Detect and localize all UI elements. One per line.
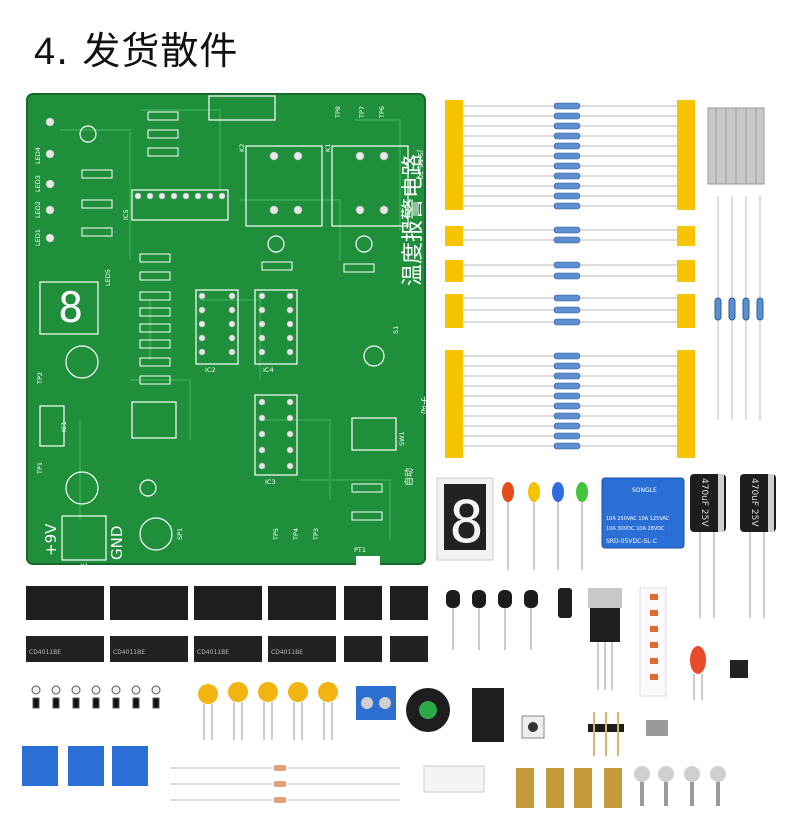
- smd-strip: [639, 587, 667, 697]
- seven-segment-display: 8: [436, 477, 494, 561]
- led-set: [502, 482, 588, 570]
- label-led3: LED3: [34, 175, 42, 192]
- screws: [634, 766, 726, 806]
- small-capacitor: [558, 588, 572, 618]
- relay-line1: 10A 250VAC 10A 125VAC: [606, 516, 670, 522]
- relay: SONGLE 10A 250VAC 10A 125VAC 10A 30VDC 1…: [601, 477, 685, 549]
- label-ic5: IC5: [122, 209, 130, 220]
- board-title: 温度报警电路: [401, 154, 426, 286]
- svg-text:8: 8: [449, 488, 484, 556]
- label-led4: LED4: [34, 147, 42, 164]
- pin-header: [588, 712, 624, 756]
- relay-brand: SONGLE: [632, 487, 657, 494]
- heatsink: [707, 107, 765, 185]
- switch-housing: [472, 688, 504, 742]
- label-tp2: TP2: [36, 372, 44, 385]
- label-k2: K2: [238, 144, 246, 152]
- mode-label-manual: 手动: [419, 396, 431, 414]
- label-x1: X1: [80, 562, 89, 570]
- brass-standoffs: [516, 768, 622, 808]
- label-led1: LED1: [34, 229, 42, 246]
- ic-mark-2: CD4011BE: [271, 649, 303, 656]
- svg-text:8: 8: [58, 283, 83, 332]
- label-s1: S1: [392, 326, 400, 334]
- label-led2: LED2: [34, 201, 42, 218]
- label-tp8: TP8: [334, 106, 342, 119]
- label-tp5: TP5: [272, 528, 280, 541]
- jumper-cap: [730, 660, 748, 678]
- vertical-resistors: [714, 196, 764, 420]
- gnd-label: GND: [108, 526, 126, 560]
- heading-text: 发货散件: [82, 29, 239, 73]
- transistors: [446, 590, 538, 650]
- terminal-block: [356, 686, 396, 720]
- mode-label-auto: 自动: [403, 468, 415, 486]
- label-tp3: TP3: [312, 528, 320, 541]
- label-tp6: TP6: [378, 106, 386, 119]
- ic-mark-3: CD4011BE: [113, 649, 145, 656]
- ic-sockets: [26, 586, 428, 620]
- connector-housing: [423, 765, 485, 793]
- label-tp7: TP7: [358, 106, 366, 119]
- glass-diodes: [170, 765, 400, 803]
- label-k1: K1: [324, 144, 332, 152]
- cap-label-1: 470uF 25V: [699, 478, 709, 527]
- cap-label-2: 470uF 25V: [749, 478, 759, 527]
- ic-mark-1: CD4011BE: [197, 649, 229, 656]
- ic-mark-4: CD4011BE: [29, 649, 61, 656]
- heading-dot: .: [56, 29, 70, 73]
- buzzer: [406, 688, 450, 732]
- heading-number: 4: [34, 31, 57, 73]
- electrolytic-capacitors: 470uF 25V 470uF 25V: [690, 474, 776, 618]
- ic-chips: CD4011BE CD4011BE CD4011BE CD4011BE: [26, 636, 428, 662]
- label-ic2: IC2: [205, 366, 216, 374]
- power-label: +9V: [42, 523, 60, 556]
- label-ic4: IC4: [263, 366, 274, 374]
- red-led: [690, 646, 706, 700]
- page-heading: 4. 发货散件: [34, 20, 238, 75]
- label-tp1: TP1: [36, 462, 44, 475]
- relay-model: SRD-05VDC-SL-C: [606, 538, 657, 545]
- label-ic3: IC3: [265, 478, 276, 486]
- voltage-regulator: [588, 588, 622, 690]
- relay-line2: 10A 30VDC 10A 28VDC: [606, 526, 665, 532]
- ceramic-capacitors: [198, 682, 338, 740]
- slide-switch: [646, 720, 668, 736]
- label-pt1: PT1: [354, 546, 366, 554]
- label-sw1: SW1: [398, 431, 406, 446]
- small-diodes: [31, 685, 161, 709]
- label-led5: LED5: [104, 269, 112, 286]
- board-code: JS-56-30: [416, 149, 424, 179]
- label-ic1: IC1: [60, 421, 68, 432]
- pcb-board: 8: [26, 93, 431, 570]
- trimmer-potentiometers: [22, 746, 148, 786]
- label-tp4: TP4: [292, 528, 300, 541]
- resistor-tape-strips: [445, 100, 695, 458]
- label-sp1: SP1: [176, 528, 184, 540]
